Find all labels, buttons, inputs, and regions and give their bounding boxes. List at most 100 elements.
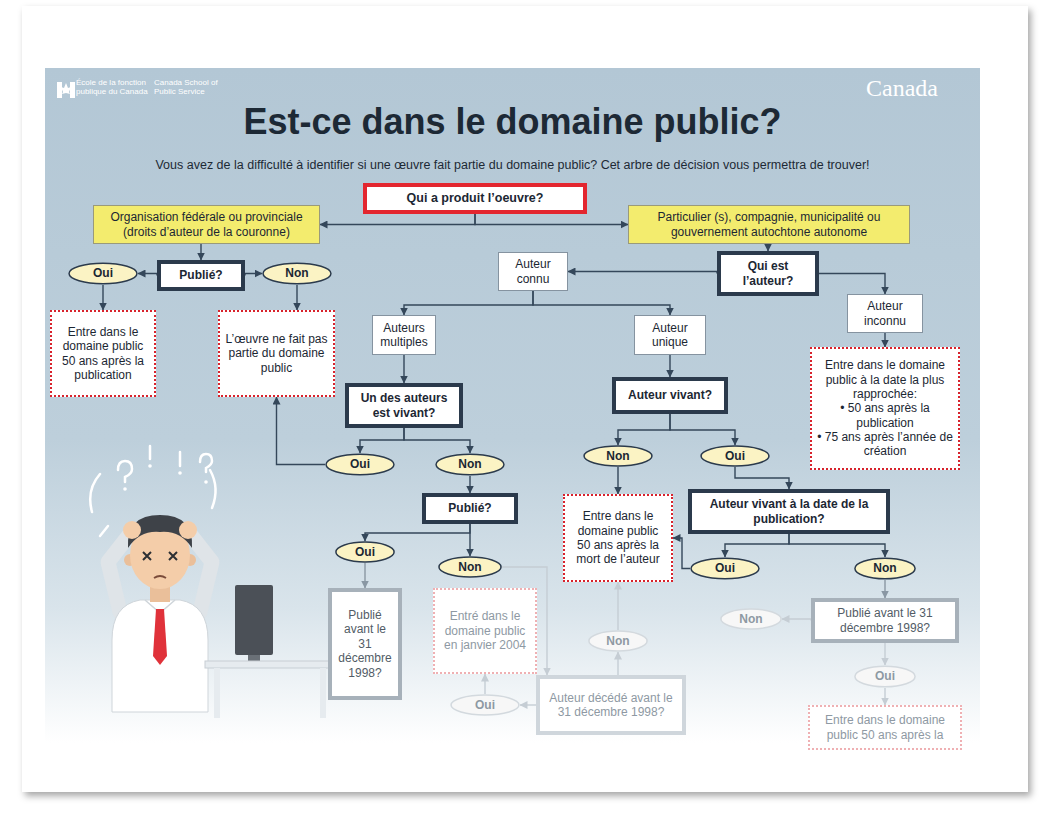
node-text: • 75 ans après l’année de création [817,430,953,459]
flow-arrow [296,285,297,310]
flow-arrow [884,333,885,347]
node-text: Entre dans le domaine public à la date l… [817,358,953,401]
hand [123,521,141,539]
flow-arrow [403,355,404,383]
answer-oval: Oui [335,541,395,563]
flow-arrow [725,534,789,557]
desk-leg [214,668,220,718]
decision-box: Publié? [157,260,245,291]
answer-oval: Non [854,557,916,580]
decision-box: Qui est l’auteur? [717,251,819,296]
result-box: L’œuvre ne fait pas partie du domaine pu… [218,310,335,397]
oval-shape [855,558,915,579]
node-text: Oui [715,561,735,575]
mouth [154,576,166,578]
desk [205,585,335,718]
flow-arrow [617,652,618,675]
oval-shape [69,263,137,284]
dot [204,480,208,484]
oval-shape [439,557,501,577]
flow-arrow [884,580,885,598]
node-text: Publié avant le 31 décembre 1998? [820,606,950,635]
node-text: Entré dans le domaine public en janvier … [440,609,530,652]
flow-arrow [735,467,789,489]
flow-arrow [568,272,717,274]
flow-arrow [533,291,670,315]
flag-bar [70,82,75,98]
swirl [90,474,100,512]
swirl [210,470,216,508]
node-text: Non [739,612,762,626]
maple-leaf [61,83,71,94]
node-text: Oui [93,266,113,280]
flow-arrow [365,524,470,541]
flow-arrow [320,214,475,225]
flow-arrow [782,619,811,621]
hand [179,521,197,539]
node-text: Publié avant le 31 décembre 1998? [337,608,393,680]
node-text: Oui [355,545,375,559]
flow-arrow [277,397,326,465]
faded-decision-box: Auteur décédé avant le 31 décembre 1998? [536,675,686,735]
monitor-stand [248,655,260,661]
dot [123,487,127,491]
node-text: Auteur connu [502,257,564,286]
flow-arrow [618,414,670,445]
oval-shape [855,666,915,687]
flow-arrow [819,274,885,295]
decision-box: Auteur vivant à la date de la publicatio… [688,489,890,534]
desk-top [205,661,335,668]
subtitle: Vous avez de la difficulté à identifier … [45,158,980,173]
oval-shape [451,695,519,715]
node-text: Non [285,266,308,280]
flow-arrow [404,291,533,315]
oval-shape [263,263,331,284]
oval-shape [436,454,504,475]
exclamation-mark [179,452,182,466]
node-text: L’œuvre ne fait pas partie du domaine pu… [225,332,328,375]
node-text: Organisation fédérale ou provinciale (dr… [100,210,313,239]
dot [148,464,152,468]
oval-shape [589,631,647,651]
flow-arrow [884,643,885,665]
node-text: Entre dans le domaine public 50 ans aprè… [815,713,955,742]
decision-box: Un des auteurs est vivant? [345,383,463,428]
answer-oval: Oui [700,445,770,467]
start-box: Qui a produit l’oeuvre? [363,183,587,214]
answer-oval: Oui [325,453,395,476]
node-text: Non [873,561,896,575]
decision-box: Publié? [422,493,518,524]
faded-result-box: Entre dans le domaine public 50 ans aprè… [808,705,962,750]
node-text: Non [606,634,629,648]
shirt [112,600,208,712]
node-text: Oui [725,449,745,463]
answer-oval: Non [438,556,502,578]
option-box: Auteur connu [498,252,568,291]
faded-result-box: Entré dans le domaine public en janvier … [433,588,537,674]
arm [190,534,212,612]
wordmark: Canada [866,74,966,103]
node-text: Auteur vivant à la date de la publicatio… [697,497,881,526]
faded-answer-oval: Oui [854,665,916,688]
flow-arrow [138,274,157,276]
flow-arrow [617,582,618,630]
answer-oval: Non [435,453,505,476]
flow-arrow [617,467,618,494]
result-box: Entre dans le domaine public 50 ans aprè… [563,494,673,582]
page-title: Est-ce dans le domaine public? [45,100,980,143]
flow-arrow [884,688,885,705]
flag-bar [57,82,62,98]
oval-shape [721,609,781,629]
result-box: Entre dans le domaine public 50 ans aprè… [50,310,156,397]
node-text: Auteur unique [638,321,702,350]
flow-arrow [469,476,470,493]
flow-arrow [364,563,365,588]
oval-shape [584,446,652,466]
node-text: Non [458,560,481,574]
dot [178,471,182,475]
decision-box: Auteur vivant? [612,377,728,414]
mark-dots [123,464,208,491]
oval-shape [701,446,769,466]
flow-arrow [767,244,768,251]
